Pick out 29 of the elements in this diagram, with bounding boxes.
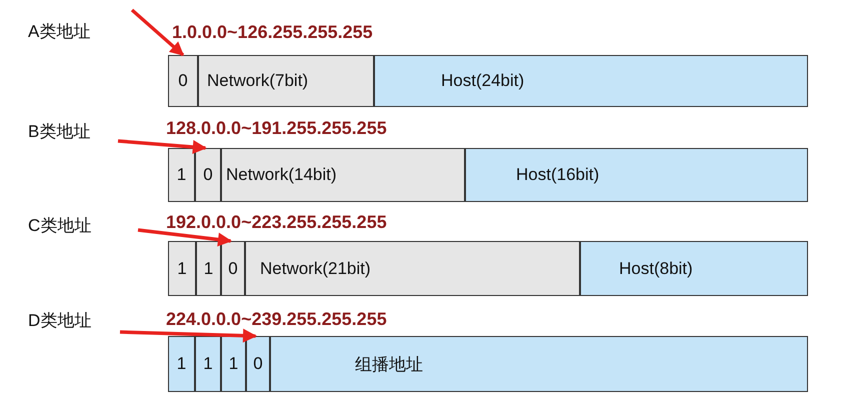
arrow — [130, 8, 184, 56]
bit-cell: 1 — [168, 336, 195, 392]
address-range: 192.0.0.0~223.255.255.255 — [166, 212, 387, 233]
bit-cell: 0 — [246, 336, 270, 392]
address-field-cell: Host(8bit) — [580, 241, 808, 296]
class-label: B类地址 — [28, 121, 90, 143]
class-label: A类地址 — [28, 21, 90, 43]
bit-cell: 1 — [196, 241, 221, 296]
address-field-cell: Host(16bit) — [465, 148, 808, 202]
address-field-cell: Network(14bit) — [221, 148, 465, 202]
bit-cell: 0 — [195, 148, 221, 202]
bit-cell: 1 — [168, 148, 195, 202]
class-label: D类地址 — [28, 310, 92, 332]
class-label: C类地址 — [28, 215, 92, 237]
bit-cell: 1 — [168, 241, 196, 296]
address-field-cell: Network(21bit) — [245, 241, 580, 296]
bit-cell: 1 — [221, 336, 246, 392]
bit-cell: 1 — [195, 336, 221, 392]
address-range: 224.0.0.0~239.255.255.255 — [166, 309, 387, 330]
arrow — [120, 328, 257, 343]
address-range: 1.0.0.0~126.255.255.255 — [172, 22, 373, 43]
bit-cell: 0 — [168, 55, 198, 107]
address-field-cell: 组播地址 — [270, 336, 808, 392]
address-field-cell: Host(24bit) — [374, 55, 808, 107]
address-field-cell: Network(7bit) — [198, 55, 374, 107]
arrow — [118, 139, 207, 154]
arrow — [138, 228, 232, 246]
bit-cell: 0 — [221, 241, 245, 296]
address-range: 128.0.0.0~191.255.255.255 — [166, 118, 387, 139]
